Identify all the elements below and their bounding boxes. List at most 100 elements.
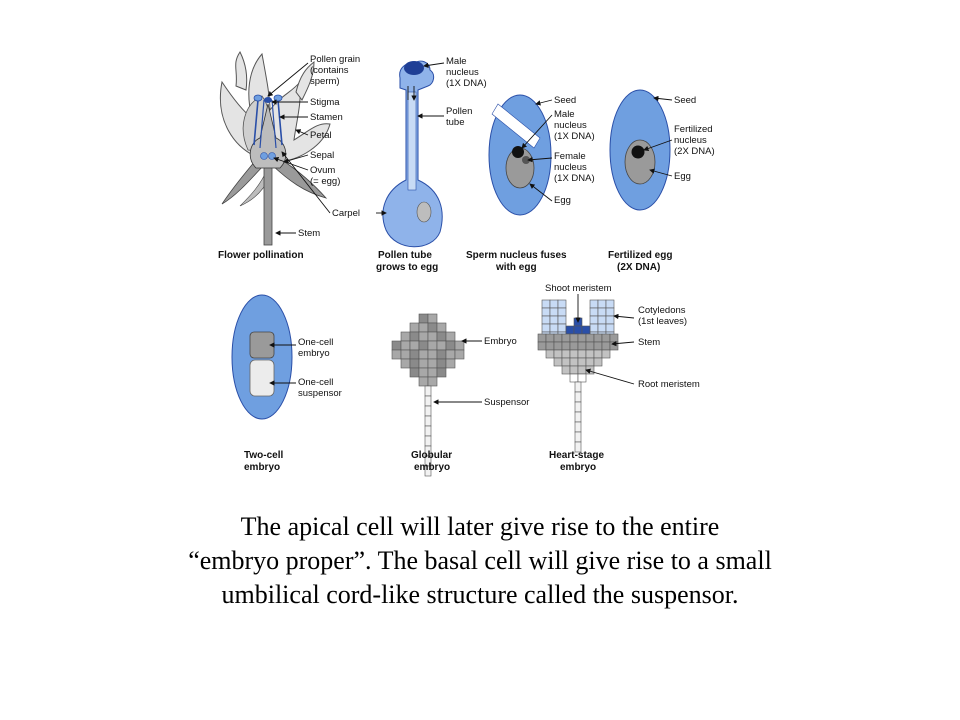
label-pollen: Pollen — [446, 106, 472, 117]
cotyledon-cell — [557, 315, 567, 325]
globular-arrows — [433, 338, 482, 405]
label-suspensor: suspensor — [298, 388, 342, 399]
label-nucleus: nucleus — [446, 67, 479, 78]
cotyledon-cell — [557, 307, 567, 317]
embryo-development-figure: Pollen grain (contains sperm) Stigma Sta… — [218, 51, 715, 477]
label-1x-dna: (1X DNA) — [446, 78, 487, 89]
embryo-cell — [427, 376, 438, 387]
embryo-cell — [427, 313, 438, 324]
caption-globular-line1: Globular — [411, 450, 452, 461]
pollen-tube-arrows — [376, 62, 445, 216]
cotyledon-cell — [549, 323, 559, 333]
caption-globular-line2: embryo — [414, 462, 450, 473]
embryo-cell — [427, 367, 438, 378]
embryo-cell — [436, 340, 447, 351]
flower-arrows — [267, 62, 331, 236]
suspensor-cell — [574, 411, 582, 423]
stem-cell — [601, 333, 611, 343]
label-seed: Seed — [554, 95, 576, 106]
label-tube: tube — [446, 117, 465, 128]
flower-illustration — [220, 51, 331, 246]
embryo-cell — [409, 331, 420, 342]
cotyledon-cell — [549, 307, 559, 317]
stem-cell — [593, 349, 603, 359]
label-carpel: Carpel — [332, 208, 360, 219]
pollen-tube-illustration — [382, 60, 443, 248]
label-cotyledons: Cotyledons — [638, 305, 686, 316]
label-female: Female — [554, 151, 586, 162]
suspensor-cell — [424, 415, 432, 427]
stem-cell — [553, 333, 563, 343]
stem-cell — [561, 333, 571, 343]
stem-cell — [569, 341, 579, 351]
label-embryo: embryo — [298, 348, 330, 359]
label-petal: Petal — [310, 130, 332, 141]
label-egg: Egg — [554, 195, 571, 206]
embryo-cell — [400, 349, 411, 360]
embryo-cell — [445, 349, 456, 360]
embryo-cell — [418, 358, 429, 369]
sperm-fuses-arrows — [521, 99, 553, 202]
label-pollen-grain: Pollen grain — [310, 54, 360, 65]
stem-cell — [577, 357, 587, 367]
cotyledon-cell — [589, 315, 599, 325]
cotyledon-cell — [541, 307, 551, 317]
heart-arrows — [575, 294, 635, 385]
label-contains: (contains — [310, 65, 349, 76]
cotyledon-cell — [589, 299, 599, 309]
suspensor-cell — [424, 425, 432, 437]
stem-cell — [537, 333, 547, 343]
cotyledon-cell — [605, 299, 615, 309]
caption-two-cell-line1: Two-cell — [244, 450, 283, 461]
embryo-cell — [436, 358, 447, 369]
embryo-cell — [400, 340, 411, 351]
caption-sperm-fuses-line1: Sperm nucleus fuses — [466, 250, 567, 261]
embryo-cell — [418, 322, 429, 333]
two-cell-arrows — [269, 342, 296, 386]
label-stamen: Stamen — [310, 112, 343, 123]
label-one-cell: One-cell — [298, 337, 333, 348]
slide-caption: The apical cell will later give rise to … — [80, 510, 880, 612]
suspensor-cell — [424, 435, 432, 447]
stem-cell — [593, 333, 603, 343]
embryo-cell — [409, 358, 420, 369]
stem-cell — [569, 349, 579, 359]
cotyledon-cell — [589, 323, 599, 333]
embryo-cell — [436, 349, 447, 360]
embryo-cell — [409, 322, 420, 333]
suspensor-cell — [574, 431, 582, 443]
label-sperm: sperm) — [310, 76, 340, 87]
cotyledon-cell — [541, 315, 551, 325]
cotyledon-cell — [541, 323, 551, 333]
cotyledon-cell — [605, 315, 615, 325]
label-stem: Stem — [298, 228, 320, 239]
cotyledon-cell — [589, 307, 599, 317]
sperm-fuses-illustration — [488, 94, 552, 216]
stem-cell — [577, 349, 587, 359]
label-one-cell-2: One-cell — [298, 377, 333, 388]
stem-cell — [561, 357, 571, 367]
embryo-cell — [400, 358, 411, 369]
stem-cell — [537, 341, 547, 351]
label-stem: Stem — [638, 337, 660, 348]
stem-cell — [569, 333, 579, 343]
suspensor-cell — [574, 381, 582, 393]
stem-cell — [561, 365, 571, 375]
cotyledon-cell — [605, 307, 615, 317]
stem-cell — [585, 341, 595, 351]
label-nucleus-2: nucleus — [554, 162, 587, 173]
cotyledon-cell — [549, 299, 559, 309]
two-cell-illustration — [231, 294, 293, 420]
stem-cell — [601, 341, 611, 351]
embryo-cell — [400, 331, 411, 342]
embryo-cell — [454, 349, 465, 360]
label-ovum: Ovum — [310, 165, 335, 176]
label-egg-note: (= egg) — [310, 176, 340, 187]
embryo-cell — [445, 340, 456, 351]
caption-heart-line2: embryo — [560, 462, 596, 473]
suspensor-cell — [424, 465, 432, 477]
label-sepal: Sepal — [310, 150, 334, 161]
label-1x-dna: (1X DNA) — [554, 131, 595, 142]
embryo-cell — [427, 322, 438, 333]
caption-line-2: “embryo proper”. The basal cell will giv… — [188, 546, 772, 575]
